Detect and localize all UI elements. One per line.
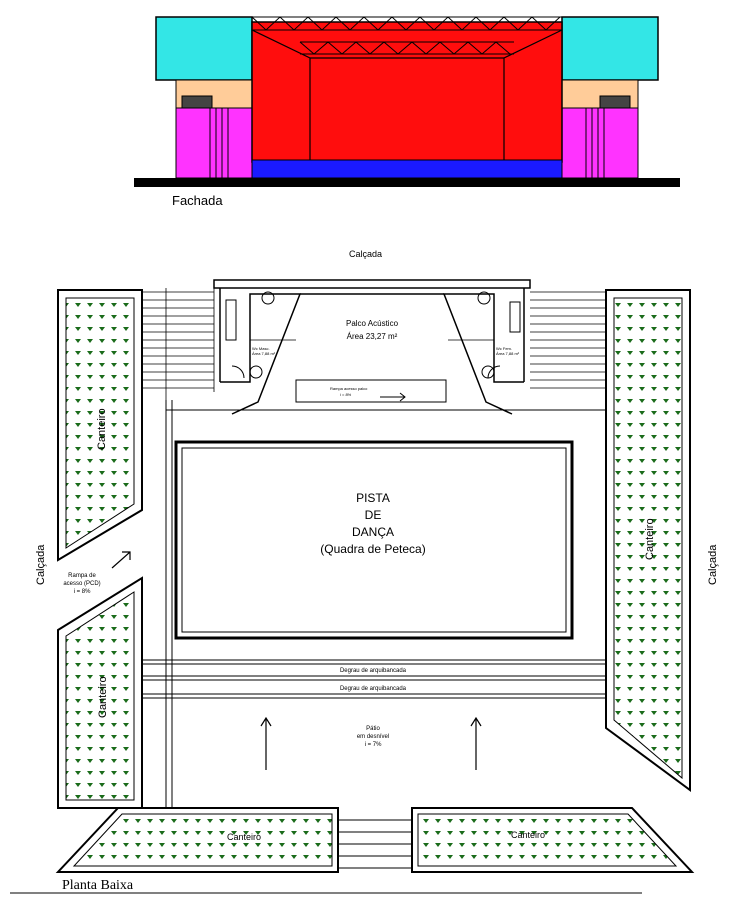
stage-ramp [295,379,447,403]
facade-upper-left-band [155,16,253,81]
facade-lower-left-wing [175,107,253,179]
courtyard-boundaries [165,400,607,808]
floor-plan: Calçada Calçada Calçada Wc Masc. Área 7,… [10,249,719,894]
facade-upper-right-band [561,16,659,81]
dance-floor-inner [181,447,567,633]
planter-bottom-right: Canteiro [411,807,695,873]
stage-ramp-slope: i = 8% [340,392,352,397]
planter-right-label: Canteiro [644,518,656,560]
facade-elevation: Fachada [134,16,680,208]
planter-right: Canteiro [605,289,691,792]
facade-stage-floor [251,159,563,179]
planter-bottom-right-label: Canteiro [511,830,545,840]
wc-left-area: Área 7,88 m² [252,351,276,356]
stage-side-stairs-right [530,291,606,389]
planter-left-lower-label: Canteiro [97,676,109,718]
facade-caption: Fachada [172,193,223,208]
plan-caption: Planta Baixa [62,878,134,893]
facade-lower-right-wing [561,107,639,179]
facade-window-right [599,95,631,109]
patio-label-1: Pátio [366,726,380,732]
planter-bottom-left-label: Canteiro [227,832,261,842]
ramp-arrow [111,551,131,569]
sidewalk-left-label: Calçada [35,544,47,585]
stage-title: Palco Acústico [346,319,399,328]
patio-up-arrow-left [260,716,272,770]
dance-floor-outer [174,440,574,640]
dance-floor-line3: DANÇA [352,525,394,539]
bleacher-steps [142,659,606,699]
patio-label-3: i = 7% [365,742,383,748]
stage-ramp-label: Rampa acesso palco [330,386,368,391]
stage-side-stairs-left [142,288,215,400]
bleacher-label-1: Degrau de arquibancada [340,668,407,674]
facade-ground-line [134,178,680,187]
sidewalk-right-label: Calçada [707,544,719,585]
patio-up-arrow-right [470,716,482,770]
wc-right-label: Wc Fem. [496,346,512,351]
wc-left-label: Wc Masc. [252,346,270,351]
facade-stage-perspective [251,29,563,160]
entrance-stairs [337,808,413,872]
bleacher-label-2: Degrau de arquibancada [340,686,407,692]
planter-left-lower: Canteiro [57,576,143,809]
stage-ramp-arrow [380,392,406,402]
ramp-label-1: Rampa de [68,573,96,579]
dance-floor-line4: (Quadra de Peteca) [320,542,425,556]
facade-door-lines-right [585,108,605,178]
planter-left-upper-label: Canteiro [96,408,108,450]
dance-floor-line1: PISTA [356,491,390,505]
restroom-fixtures [225,291,521,379]
patio-label-2: em desnível [357,734,389,740]
facade-stage-block [251,21,563,163]
planter-bottom-left: Canteiro [55,807,339,873]
facade-roof-truss [251,16,562,55]
ramp-slope: i = 8% [74,589,92,595]
wc-right-area: Área 7,88 m² [496,351,520,356]
facade-window-left [181,95,213,109]
planter-left-upper: Canteiro [57,289,143,562]
stage-area: Área 23,27 m² [347,332,398,341]
sidewalk-top-label: Calçada [349,249,382,259]
dance-floor-line2: DE [365,508,382,522]
stage-building-outline [213,279,531,415]
ramp-label-2: acesso (PCD) [63,581,100,587]
facade-door-lines-left [209,108,229,178]
